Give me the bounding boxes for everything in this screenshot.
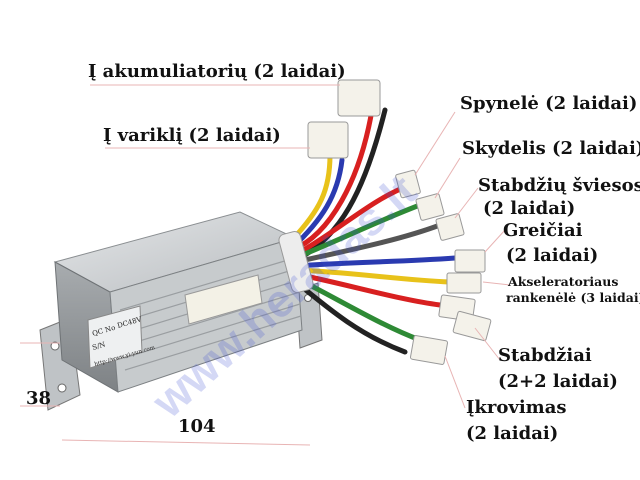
speeds-label-line1: Greičiai	[503, 220, 583, 241]
brake-connector-2	[452, 310, 492, 342]
brake-light-label-line2: (2 laidai)	[483, 198, 576, 219]
speeds-label-line2: (2 laidai)	[506, 245, 599, 266]
battery-connector	[337, 79, 381, 117]
serial-label: S/N	[91, 341, 106, 352]
motor-label: Į variklį (2 laidai)	[103, 125, 281, 146]
length-dimension: 104	[178, 416, 216, 437]
controller-body	[53, 211, 303, 393]
brake-light-connector	[435, 213, 465, 241]
wire-harness	[289, 107, 458, 355]
panel-label: Skydelis (2 laidai)	[462, 138, 640, 159]
charging-label-line1: Įkrovimas	[466, 397, 567, 418]
throttle-label-line2: rankenėlė (3 laidai)	[506, 290, 640, 305]
throttle-label-line1: Akseleratoriaus	[508, 274, 619, 289]
lock-connector	[395, 169, 421, 199]
charging-label-line2: (2 laidai)	[466, 423, 559, 444]
brakes-label-line1: Stabdžiai	[498, 345, 592, 366]
motor-connector	[307, 121, 349, 159]
leader-lines	[20, 84, 511, 446]
lock-label: Spynelė (2 laidai)	[460, 93, 638, 114]
cable-sleeve	[278, 231, 314, 293]
panel-connector	[415, 193, 445, 221]
battery-label: Į akumuliatorių (2 laidai)	[88, 61, 346, 82]
speed-connector	[454, 249, 486, 273]
throttle-connector	[446, 272, 482, 294]
brake-light-label-line1: Stabdžių šviesos	[478, 175, 640, 196]
charging-connector	[409, 335, 449, 365]
height-dimension: 38	[26, 388, 52, 409]
brakes-label-line2: (2+2 laidai)	[498, 371, 618, 392]
connectors	[307, 79, 492, 365]
